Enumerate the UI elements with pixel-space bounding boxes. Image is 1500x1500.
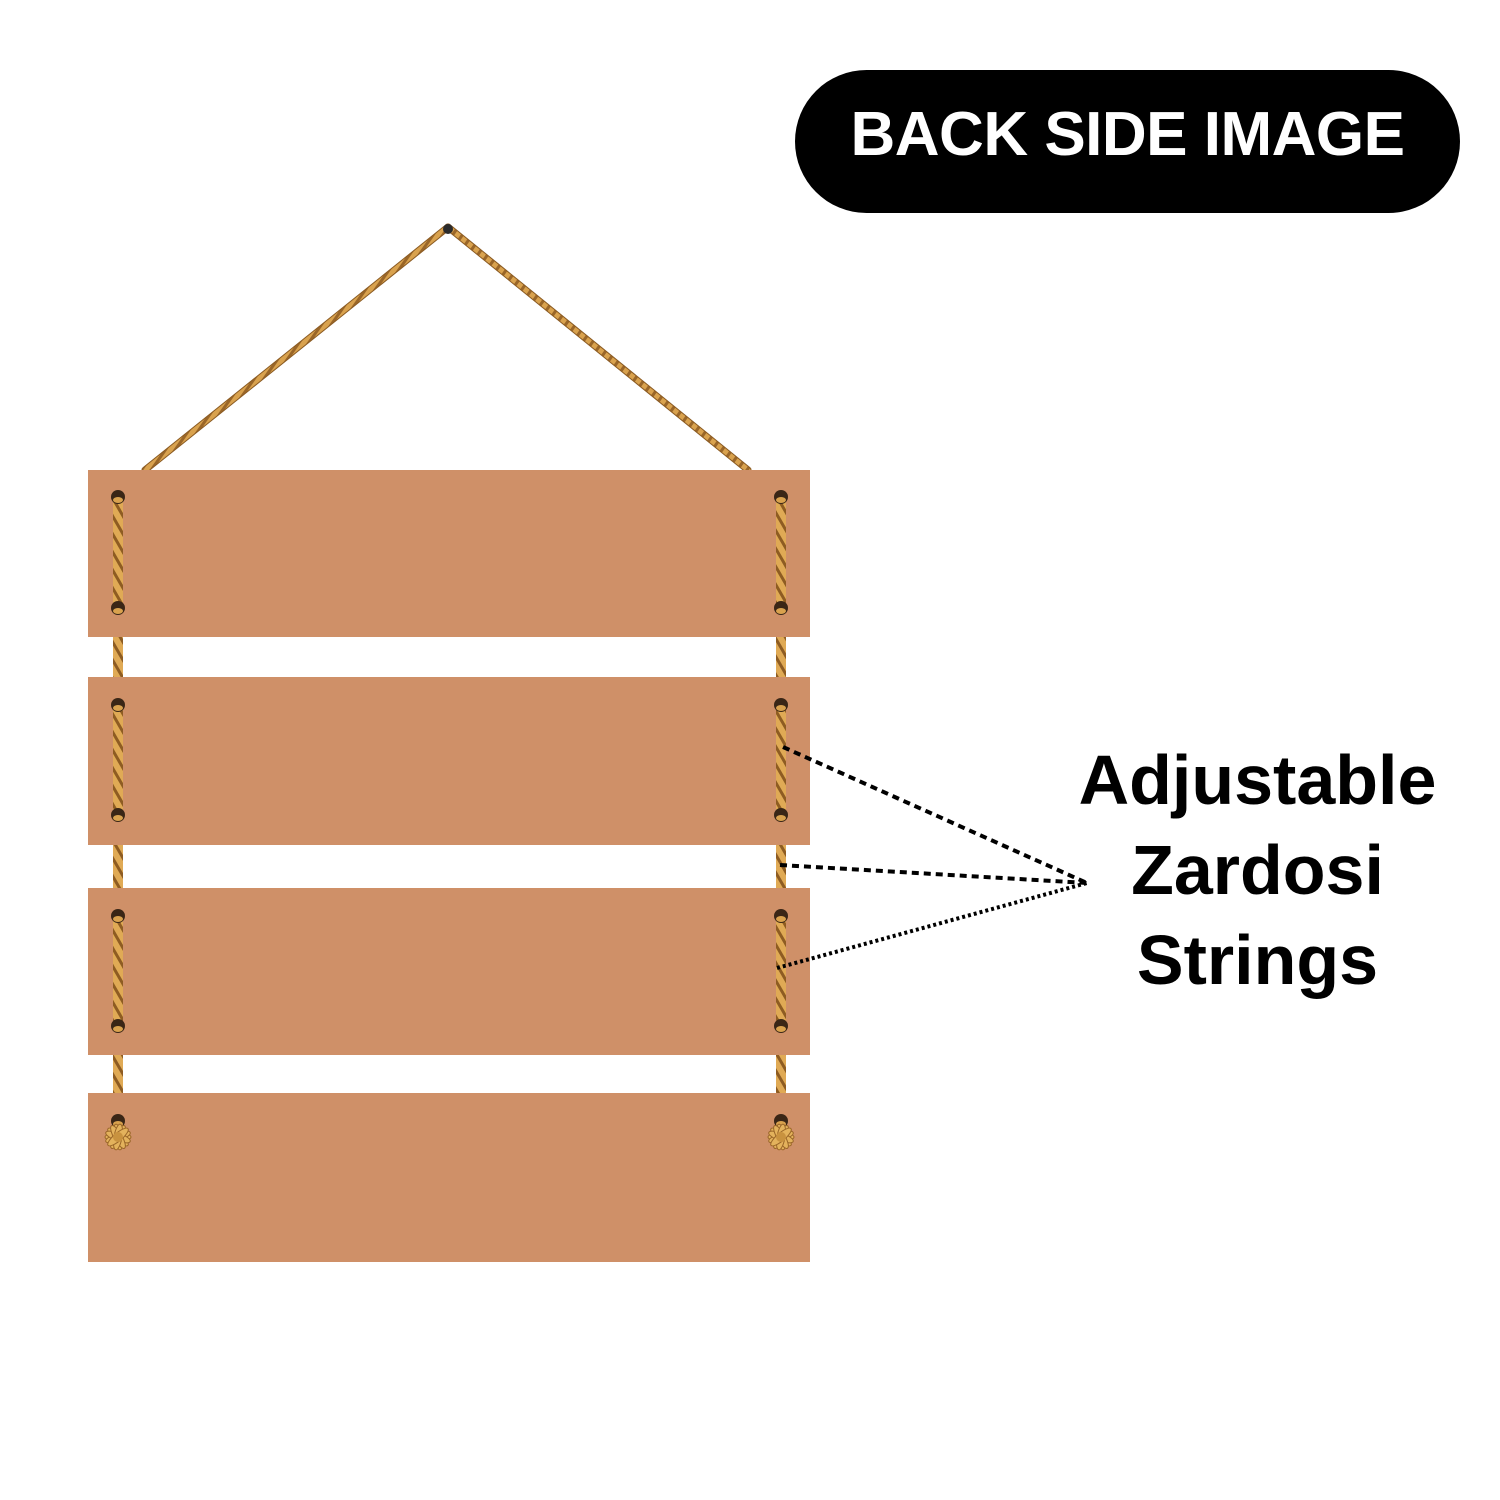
plank-4 [88, 1093, 810, 1262]
plank-1 [88, 470, 810, 637]
nail-icon [443, 224, 453, 234]
strings-callout-label: Adjustable Zardosi Strings [1040, 735, 1475, 1005]
pointer-line [779, 863, 1088, 885]
badge-label: BACK SIDE IMAGE [850, 100, 1405, 169]
pointer-line [782, 745, 1088, 885]
plank-2 [88, 677, 810, 845]
rope-knot-icon [767, 1123, 795, 1151]
callout-pointer-lines [776, 745, 1088, 970]
plank-stack [88, 470, 810, 1262]
rope-knot-icon [104, 1123, 132, 1151]
callout-line-1: Adjustable [1078, 741, 1437, 819]
hanging-rope [141, 223, 752, 474]
plank-3 [88, 888, 810, 1055]
callout-line-3: Strings [1136, 921, 1379, 999]
callout-line-2: Zardosi [1131, 831, 1384, 909]
back-side-badge: BACK SIDE IMAGE [795, 70, 1460, 213]
